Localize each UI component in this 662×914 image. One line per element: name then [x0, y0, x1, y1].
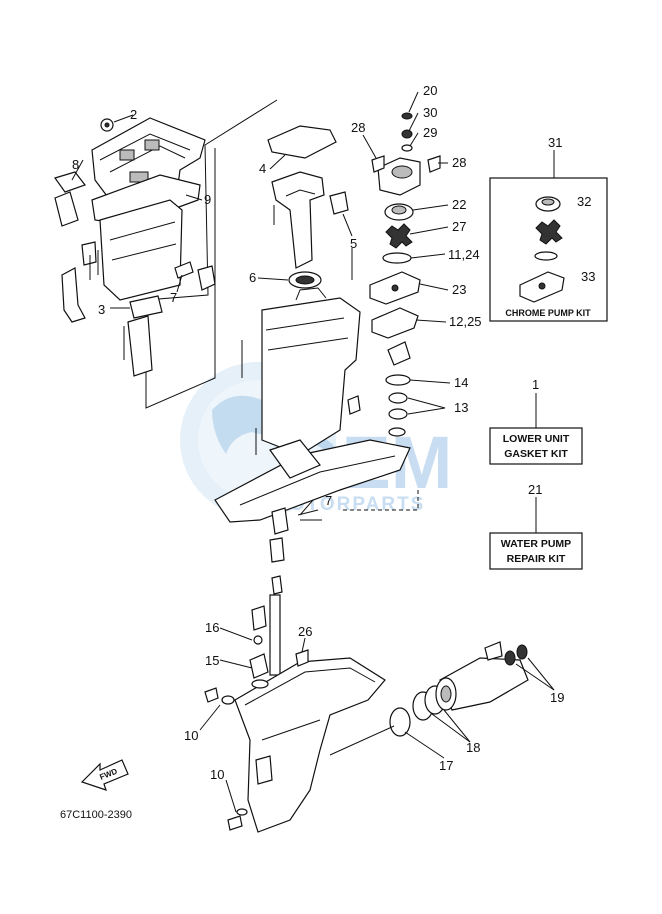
callout-14: 14: [454, 375, 468, 390]
callout-16: 16: [205, 620, 219, 635]
callout-19: 19: [550, 690, 564, 705]
callout-21: 21: [528, 482, 542, 497]
fwd-arrow: FWD: [80, 759, 129, 791]
chrome-pump-kit-label: CHROME PUMP KIT: [505, 308, 591, 318]
water-pump-repair-kit-box: WATER PUMP REPAIR KIT: [489, 532, 583, 570]
water-pump-assembly: [369, 112, 441, 437]
lower-unit-kit-line1: LOWER UNIT: [503, 433, 570, 445]
lower-casing-assembly: [204, 605, 529, 833]
callout-20: 20: [423, 83, 437, 98]
callout-13: 13: [454, 400, 468, 415]
water-pump-kit-line2: REPAIR KIT: [507, 553, 566, 565]
callout-2: 2: [130, 107, 137, 122]
lower-unit-kit-line2: GASKET KIT: [504, 448, 568, 460]
exhaust-guide-assembly: [54, 117, 216, 377]
callout-30: 30: [423, 105, 437, 120]
callout-3: 3: [98, 302, 105, 317]
callout-27: 27: [452, 219, 466, 234]
callout-22: 22: [452, 197, 466, 212]
callout-15: 15: [205, 653, 219, 668]
callout-labels: 2 4 8 9 5 6 7 3 20 30 29 28 28 22 27 11,…: [72, 83, 595, 782]
callout-18: 18: [466, 740, 480, 755]
callout-5: 5: [350, 236, 357, 251]
callout-10-upper: 10: [184, 728, 198, 743]
chrome-pump-kit-box: CHROME PUMP KIT: [489, 177, 608, 322]
callout-9: 9: [204, 192, 211, 207]
callout-17: 17: [439, 758, 453, 773]
callout-7-lower: 7: [325, 493, 332, 508]
callout-26: 26: [298, 624, 312, 639]
callout-4: 4: [259, 161, 266, 176]
diagram-code: 67C1100-2390: [60, 809, 132, 821]
leader-lines: [71, 91, 578, 813]
water-pump-kit-line1: WATER PUMP: [501, 538, 571, 550]
callout-28-right: 28: [452, 155, 466, 170]
callout-28-left: 28: [351, 120, 365, 135]
callout-32: 32: [577, 194, 591, 209]
callout-10-lower: 10: [210, 767, 224, 782]
callout-12-25: 12,25: [449, 314, 482, 329]
callout-11-24: 11,24: [448, 247, 480, 262]
callout-8: 8: [72, 157, 79, 172]
upper-casing-assembly: [214, 125, 411, 523]
callout-31: 31: [548, 135, 562, 150]
callout-29: 29: [423, 125, 437, 140]
drive-shaft: [269, 490, 419, 700]
callout-33: 33: [581, 269, 595, 284]
lower-unit-gasket-kit-box: LOWER UNIT GASKET KIT: [489, 427, 583, 465]
callout-7-upper: 7: [170, 290, 177, 305]
callout-23: 23: [452, 282, 466, 297]
callout-6: 6: [249, 270, 256, 285]
callout-1: 1: [532, 377, 539, 392]
